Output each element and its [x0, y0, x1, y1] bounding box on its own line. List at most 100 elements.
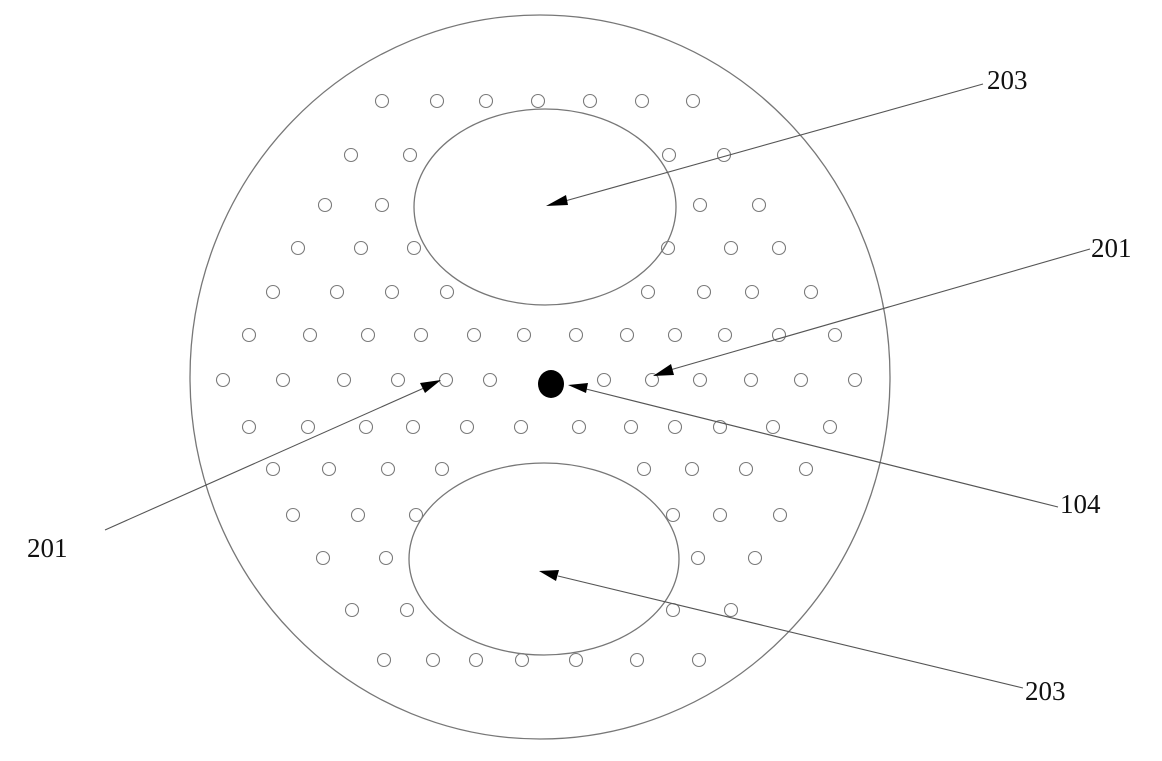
- air-hole: [692, 372, 708, 388]
- arrowhead-hole-left: [420, 380, 441, 393]
- stress-region-bottom: [408, 462, 680, 656]
- air-hole: [667, 327, 683, 343]
- air-hole: [321, 461, 337, 477]
- air-hole: [571, 419, 587, 435]
- air-hole: [717, 327, 733, 343]
- air-hole: [343, 147, 359, 163]
- air-hole: [660, 240, 676, 256]
- air-hole: [413, 327, 429, 343]
- air-hole: [405, 419, 421, 435]
- air-hole: [302, 327, 318, 343]
- arrowhead-core: [568, 383, 588, 393]
- label-203-bottom: 203: [1025, 676, 1066, 706]
- leader-line-hole-left: [104, 387, 425, 531]
- air-hole: [691, 652, 707, 668]
- air-hole: [374, 93, 390, 109]
- air-hole: [665, 602, 681, 618]
- air-hole: [636, 461, 652, 477]
- air-hole: [482, 372, 498, 388]
- leader-line-hole-right: [669, 248, 1091, 371]
- leader-line-bottom-region: [557, 575, 1024, 689]
- label-104: 104: [1060, 489, 1101, 519]
- air-hole: [315, 550, 331, 566]
- air-hole: [765, 419, 781, 435]
- air-hole: [459, 419, 475, 435]
- air-hole: [771, 327, 787, 343]
- air-hole: [358, 419, 374, 435]
- air-hole: [241, 419, 257, 435]
- air-hole: [374, 197, 390, 213]
- air-hole-array: [215, 93, 863, 668]
- air-hole: [827, 327, 843, 343]
- stress-region-top: [413, 108, 677, 306]
- air-hole: [619, 327, 635, 343]
- air-hole: [353, 240, 369, 256]
- air-hole: [425, 652, 441, 668]
- air-hole: [265, 284, 281, 300]
- air-hole: [712, 507, 728, 523]
- air-hole: [661, 147, 677, 163]
- air-hole: [285, 507, 301, 523]
- air-hole: [568, 652, 584, 668]
- leader-line-core: [585, 388, 1059, 508]
- air-hole: [265, 461, 281, 477]
- air-hole: [596, 372, 612, 388]
- air-hole: [516, 327, 532, 343]
- arrowhead-hole-right: [653, 364, 674, 376]
- air-hole: [634, 93, 650, 109]
- air-hole: [241, 327, 257, 343]
- leader-line-top-region: [564, 83, 984, 202]
- air-hole: [684, 461, 700, 477]
- air-hole: [582, 93, 598, 109]
- air-hole: [390, 372, 406, 388]
- air-hole: [667, 419, 683, 435]
- air-hole: [290, 240, 306, 256]
- air-hole: [640, 284, 656, 300]
- air-hole: [696, 284, 712, 300]
- air-hole: [329, 284, 345, 300]
- air-hole: [723, 602, 739, 618]
- air-hole: [665, 507, 681, 523]
- air-hole: [408, 507, 424, 523]
- air-hole: [738, 461, 754, 477]
- air-hole: [514, 652, 530, 668]
- air-hole: [743, 372, 759, 388]
- air-hole: [751, 197, 767, 213]
- air-hole: [685, 93, 701, 109]
- air-hole: [568, 327, 584, 343]
- air-hole: [275, 372, 291, 388]
- cladding-outline: [189, 14, 891, 740]
- air-hole: [402, 147, 418, 163]
- air-hole: [406, 240, 422, 256]
- air-hole: [744, 284, 760, 300]
- air-hole: [429, 93, 445, 109]
- air-hole: [438, 372, 454, 388]
- air-hole: [466, 327, 482, 343]
- air-hole: [468, 652, 484, 668]
- core-dot: [538, 370, 564, 398]
- air-hole: [747, 550, 763, 566]
- air-hole: [344, 602, 360, 618]
- air-hole: [376, 652, 392, 668]
- air-hole: [771, 240, 787, 256]
- air-hole: [317, 197, 333, 213]
- air-hole: [399, 602, 415, 618]
- air-hole: [690, 550, 706, 566]
- air-hole: [723, 240, 739, 256]
- air-hole: [644, 372, 660, 388]
- air-hole: [360, 327, 376, 343]
- air-hole: [478, 93, 494, 109]
- label-201-left: 201: [27, 533, 68, 563]
- air-hole: [513, 419, 529, 435]
- air-hole: [380, 461, 396, 477]
- air-hole: [384, 284, 400, 300]
- air-hole: [350, 507, 366, 523]
- air-hole: [300, 419, 316, 435]
- air-hole: [822, 419, 838, 435]
- air-hole: [378, 550, 394, 566]
- air-hole: [692, 197, 708, 213]
- air-hole: [803, 284, 819, 300]
- air-hole: [215, 372, 231, 388]
